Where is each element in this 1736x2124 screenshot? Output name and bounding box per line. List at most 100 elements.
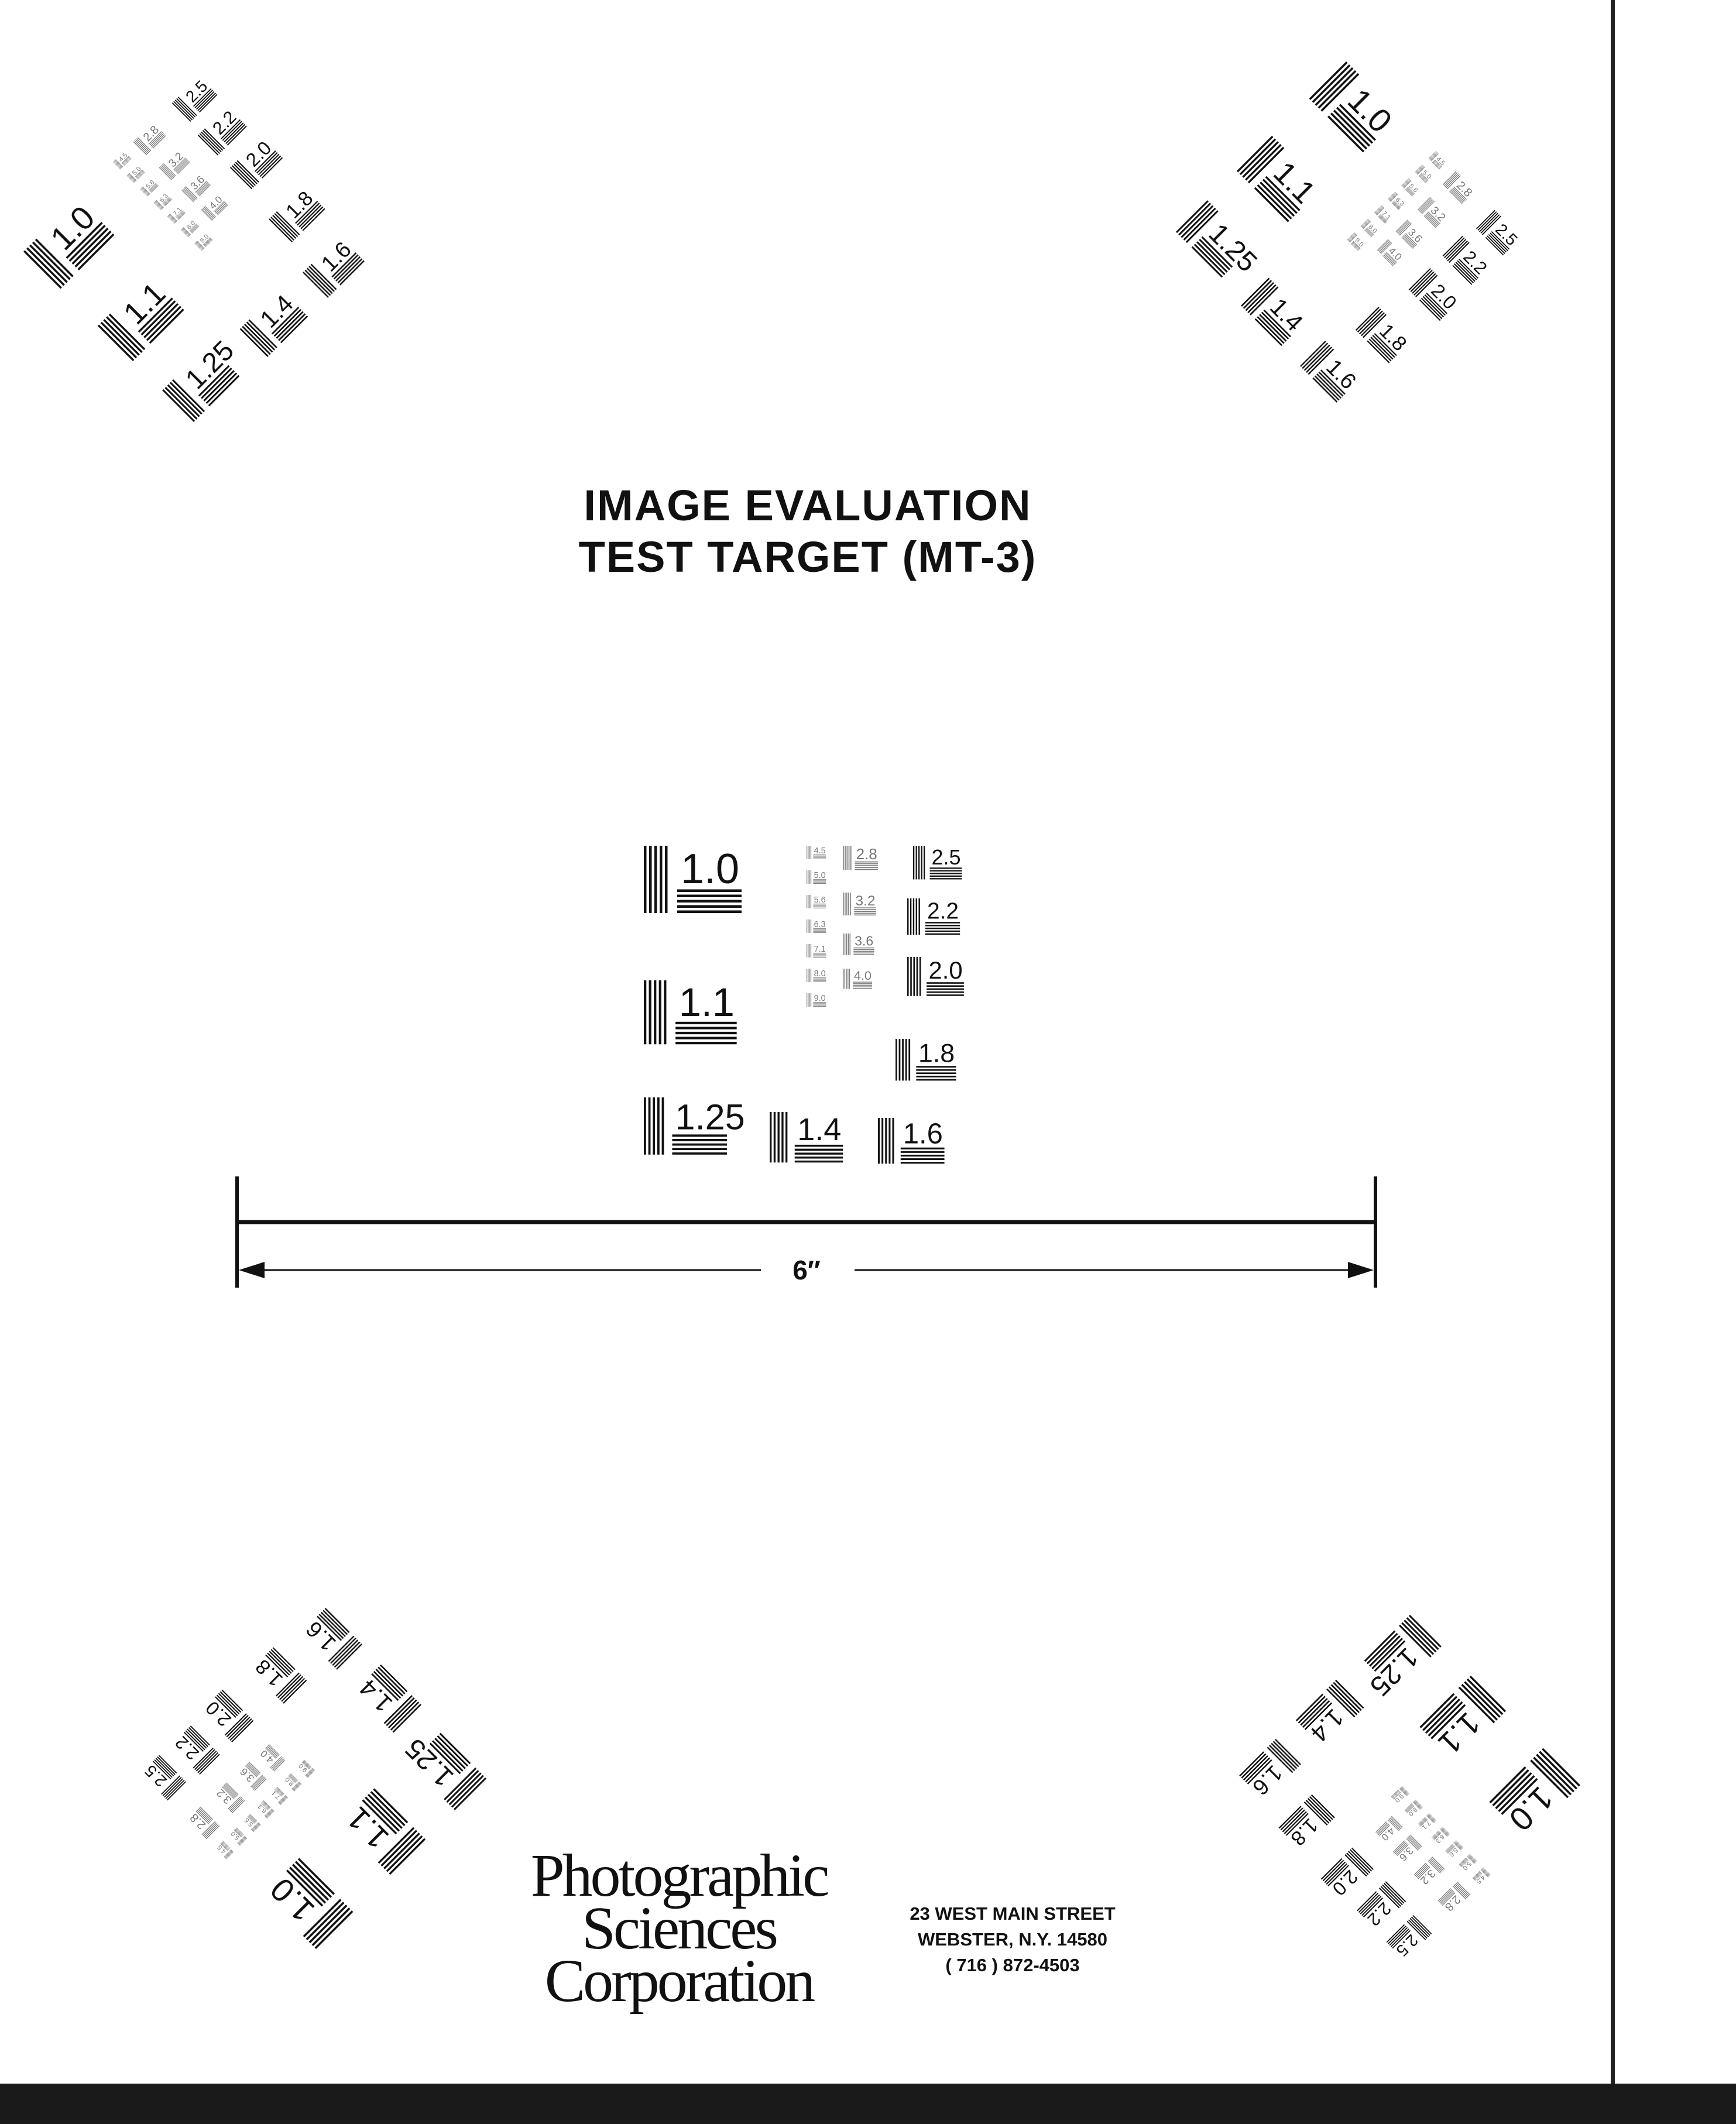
fine-element-3: 4.0 xyxy=(843,968,873,989)
tiny-element-4: 7.1 xyxy=(1418,1813,1437,1831)
vertical-bar xyxy=(1454,1842,1462,1850)
vertical-bar xyxy=(1401,178,1409,186)
resolution-label: 1.8 xyxy=(918,1039,955,1068)
vertical-bar xyxy=(1357,308,1381,333)
horizontal-bar xyxy=(794,1148,843,1151)
vertical-bar xyxy=(254,1778,267,1791)
target-element-6: 2.0 xyxy=(1408,267,1461,321)
resolution-label: 5.6 xyxy=(1408,183,1419,194)
vertical-bar xyxy=(203,1822,217,1837)
horizontal-bar xyxy=(675,1031,737,1035)
company-address: 23 WEST MAIN STREET WEBSTER, N.Y. 14580 … xyxy=(896,1901,1130,1978)
vertical-bar xyxy=(1391,1816,1403,1828)
horizontal-bar xyxy=(1326,1863,1348,1885)
vertical-bar xyxy=(919,957,921,996)
vertical-bar xyxy=(1476,210,1495,229)
horizontal-bar xyxy=(122,156,130,164)
horizontal-bar xyxy=(1370,337,1394,360)
horizontal-bar xyxy=(672,1138,727,1141)
vertical-bar xyxy=(1408,1919,1428,1939)
fine-element-0: 2.8 xyxy=(843,846,879,870)
horizontal-bar xyxy=(1322,1859,1344,1882)
vertical-bar xyxy=(174,99,194,119)
horizontal-bar xyxy=(331,252,357,278)
horizontal-bar xyxy=(263,1800,271,1808)
horizontal-bar xyxy=(1366,1632,1398,1665)
horizontal-bar xyxy=(675,1037,737,1039)
horizontal-bar xyxy=(155,1758,174,1777)
horizontal-bar xyxy=(916,1079,956,1081)
vertical-bar xyxy=(809,895,811,908)
horizontal-bar xyxy=(1445,1844,1453,1852)
horizontal-bar xyxy=(249,1814,257,1822)
horizontal-bar xyxy=(1350,243,1358,251)
horizontal-bar xyxy=(162,196,170,204)
horizontal-bar xyxy=(277,1786,284,1794)
horizontal-bar xyxy=(900,1158,945,1161)
target-element-5: 1.8 xyxy=(1355,307,1411,363)
vertical-bar xyxy=(204,128,225,149)
target-element-0: 1.0 xyxy=(1309,61,1399,153)
vertical-bar xyxy=(35,238,74,277)
vertical-bar xyxy=(279,1796,287,1804)
horizontal-bar xyxy=(208,375,240,407)
horizontal-bar xyxy=(1397,1844,1409,1857)
horizontal-bar xyxy=(853,952,874,953)
vertical-bar xyxy=(915,846,917,880)
resolution-label: 2.0 xyxy=(929,956,963,984)
tiny-element-5: 8.0 xyxy=(1404,1799,1423,1817)
page-right-edge xyxy=(1611,0,1615,2084)
horizontal-bar xyxy=(290,1773,298,1781)
target-element-4: 1.6 xyxy=(878,1118,945,1164)
horizontal-bar xyxy=(280,315,308,344)
vertical-bar xyxy=(1409,1835,1422,1848)
vertical-bar xyxy=(1402,179,1410,187)
vertical-bar xyxy=(1358,310,1383,335)
horizontal-bar xyxy=(261,1802,269,1810)
horizontal-bar xyxy=(189,224,197,231)
horizontal-bar xyxy=(74,230,112,268)
vertical-bar xyxy=(1380,241,1391,253)
horizontal-bar xyxy=(262,1802,270,1809)
vertical-bar xyxy=(228,1796,241,1810)
horizontal-bar xyxy=(1406,1806,1415,1813)
vertical-bar xyxy=(306,1768,314,1776)
horizontal-bar xyxy=(289,1775,296,1783)
resolution-label: 1.25 xyxy=(180,335,240,395)
vertical-bar xyxy=(164,1778,184,1798)
horizontal-bar xyxy=(291,1864,330,1901)
horizontal-bar xyxy=(176,211,184,218)
vertical-bar xyxy=(777,1112,780,1163)
horizontal-bar xyxy=(1278,1806,1302,1829)
vertical-bar xyxy=(229,167,253,190)
horizontal-bar xyxy=(123,158,132,166)
vertical-bar xyxy=(1477,211,1497,231)
horizontal-bar xyxy=(1423,215,1436,228)
tiny-element-4: 7.1 xyxy=(270,1786,289,1806)
horizontal-bar xyxy=(1421,297,1443,320)
vertical-bar xyxy=(1464,1681,1501,1718)
target-element-2: 1.25 xyxy=(399,1732,487,1810)
address-street: 23 WEST MAIN STREET xyxy=(910,1903,1116,1924)
vertical-bar xyxy=(1185,210,1219,243)
horizontal-bar xyxy=(271,307,300,335)
resolution-label: 7.1 xyxy=(270,1789,282,1801)
vertical-bar xyxy=(142,186,150,194)
horizontal-bar xyxy=(1406,188,1414,195)
horizontal-bar xyxy=(302,1761,310,1769)
vertical-bar xyxy=(649,980,651,1045)
horizontal-bar xyxy=(216,1694,238,1717)
horizontal-bar xyxy=(204,238,212,246)
horizontal-bar xyxy=(1428,1701,1463,1737)
vertical-bar xyxy=(878,1118,880,1164)
horizontal-bar xyxy=(1405,1804,1413,1811)
vertical-bar xyxy=(913,846,915,880)
vertical-bar xyxy=(1428,1813,1436,1822)
horizontal-bar xyxy=(854,912,876,914)
horizontal-bar xyxy=(203,238,211,246)
horizontal-bar xyxy=(375,1669,403,1697)
vertical-bar xyxy=(293,1782,301,1790)
horizontal-bar xyxy=(1453,186,1467,200)
target-pattern: 1.01.11.251.41.61.82.02.22.52.83.23.64.0… xyxy=(1239,1614,1580,1960)
tiny-element-2: 5.6 xyxy=(1445,1840,1464,1858)
